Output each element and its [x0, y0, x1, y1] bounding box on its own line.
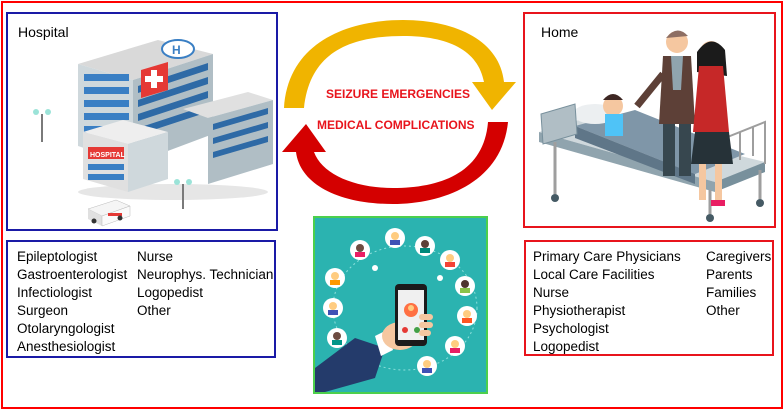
list-item: Logopedist [533, 339, 600, 354]
list-item: Families [706, 285, 757, 300]
list-item: Other [137, 303, 171, 318]
telemedicine-panel [313, 216, 488, 394]
list-item: Otolaryngologist [17, 321, 115, 336]
home-care-illustration [539, 30, 766, 222]
home-roles-panel: Primary Care Physicians Local Care Facil… [524, 240, 774, 356]
list-item: Primary Care Physicians [533, 249, 681, 264]
list-item: Epileptologist [17, 249, 98, 264]
hospital-building-illustration: H HOSPITAL [33, 39, 273, 227]
list-item: Infectiologist [17, 285, 93, 300]
list-item: Neurophys. Technician [137, 267, 274, 282]
child-figure [603, 96, 623, 116]
cycle-arrows [282, 20, 516, 204]
list-item: Local Care Facilities [533, 267, 655, 282]
home-roles-column-2: Caregivers Parents Families Other [706, 248, 771, 320]
hospital-roles-column-2: Nurse Neurophys. Technician Logopedist O… [137, 248, 273, 320]
svg-text:H: H [172, 43, 181, 57]
list-item: Surgeon [17, 303, 69, 318]
ambulance-icon [87, 199, 131, 227]
list-item: Logopedist [137, 285, 204, 300]
list-item: Parents [706, 267, 753, 282]
hospital-roles-column-1: Epileptologist Gastroenterologist Infect… [17, 248, 127, 356]
user-avatar-icons [323, 228, 477, 376]
hospital-sign-text: HOSPITAL [90, 152, 126, 159]
list-item: Anesthesiologist [17, 339, 116, 354]
list-item: Caregivers [706, 249, 772, 264]
list-item: Nurse [137, 249, 174, 264]
list-item: Nurse [533, 285, 570, 300]
hospital-title: Hospital [18, 24, 69, 40]
seizure-emergencies-label: SEIZURE EMERGENCIES [326, 87, 471, 101]
mother-figure [691, 41, 733, 206]
list-item: Other [706, 303, 740, 318]
home-title: Home [541, 24, 579, 40]
father-figure [634, 30, 695, 176]
list-item: Gastroenterologist [17, 267, 128, 282]
list-item: Psychologist [533, 321, 609, 336]
medical-complications-label: MEDICAL COMPLICATIONS [317, 118, 475, 132]
hospital-roles-panel: Epileptologist Gastroenterologist Infect… [6, 240, 276, 358]
hospital-panel: Hospital H [6, 12, 278, 231]
telemedicine-illustration [315, 228, 478, 392]
home-panel: Home [523, 12, 776, 228]
arrow-top [284, 20, 516, 110]
business-arm [315, 338, 385, 392]
list-item: Physiotherapist [533, 303, 626, 318]
home-roles-column-1: Primary Care Physicians Local Care Facil… [533, 248, 681, 356]
arrow-bottom [282, 122, 508, 204]
